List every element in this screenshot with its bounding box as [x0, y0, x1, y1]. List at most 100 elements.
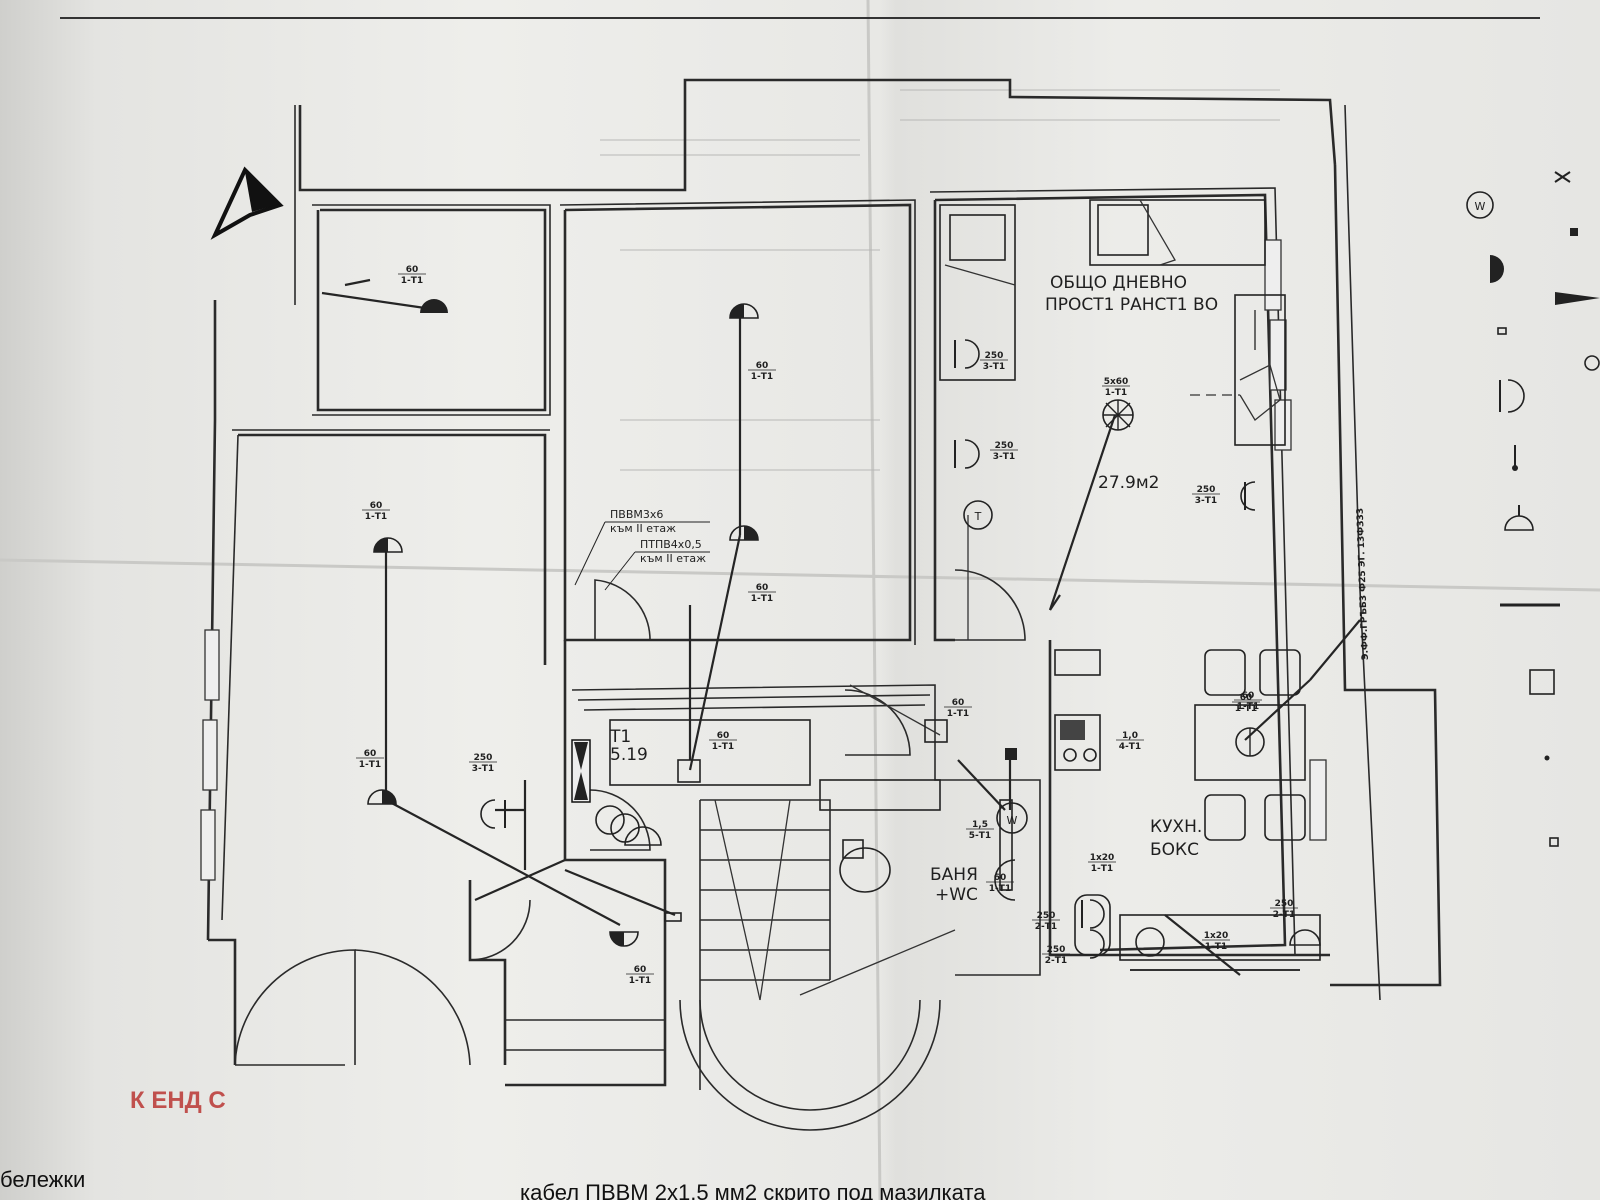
sockets	[480, 339, 1256, 959]
circuit-label-power: 60	[406, 265, 419, 275]
pendant-light-icon	[1235, 727, 1265, 757]
washing-machine-icon: W	[996, 802, 1028, 834]
living-room-area: 27.9м2	[1098, 473, 1160, 493]
circuit-label-power: 250	[1275, 899, 1294, 909]
svg-text:W: W	[1475, 200, 1486, 213]
legend-socket-icon	[1507, 379, 1525, 413]
socket-icon	[954, 439, 980, 469]
circuit-labels: 601-Т1601-Т1601-Т1601-Т1601-Т1601-Т1601-…	[356, 265, 1298, 986]
circuit-label: 601-Т1	[398, 265, 426, 286]
circuit-label-circuit: 1-Т1	[1237, 702, 1259, 712]
legend-switch-icon	[1497, 327, 1507, 335]
socket-icon	[1089, 929, 1105, 959]
svg-text:W: W	[1007, 814, 1018, 827]
circuit-label-circuit: 5-Т1	[969, 831, 991, 841]
legend-wall-light-icon	[1490, 255, 1504, 283]
circuit-label-power: 250	[1197, 485, 1216, 495]
circuit-label: 601-Т1	[626, 965, 654, 986]
socket-icon	[954, 339, 980, 369]
socket-icon	[480, 799, 506, 829]
panel-id: Т1	[609, 727, 631, 747]
light-fixtures	[367, 299, 1321, 947]
circuit-label-circuit: 1-Т1	[1235, 704, 1257, 714]
circuit-label-power: 60	[1240, 693, 1253, 703]
circuit-label-circuit: 3-Т1	[472, 764, 494, 774]
legend-junction-box-icon	[1529, 669, 1555, 695]
circuit-label-power: 60	[994, 873, 1007, 883]
circuit-label-power: 60	[756, 583, 769, 593]
circuit-label-power: 1,0	[1122, 731, 1138, 741]
room-labels: ОБЩО ДНЕВНО ПРОСТ1 РАНСТ1 ВО 27.9м2 КУХН…	[609, 273, 1218, 905]
circuit-label: 601-Т1	[709, 731, 737, 752]
circuit-label-power: 250	[1047, 945, 1066, 955]
circuit-label-power: 60	[717, 731, 730, 741]
wall-light-icon	[1289, 929, 1321, 946]
ghost-print	[600, 89, 1280, 471]
distribution-panel-t1	[571, 739, 591, 803]
bathroom-name: БАНЯ	[930, 865, 978, 885]
socket-icon	[1081, 899, 1105, 929]
circuit-label-power: 1,5	[972, 820, 988, 830]
stamp-text: К ЕНД С	[130, 1087, 226, 1114]
wiring	[321, 278, 1361, 976]
kitchen-name-line2: БОКС	[1150, 840, 1199, 860]
circuit-label: 1,55-Т1	[966, 820, 994, 841]
circuit-label-circuit: 3-Т1	[993, 452, 1015, 462]
circuit-label-circuit: 1-Т1	[712, 742, 734, 752]
panel-value: 5.19	[610, 745, 648, 765]
chandelier-icon	[1102, 399, 1134, 431]
circuit-label-circuit: 2-Т1	[1035, 922, 1057, 932]
bottom-note: кабел ПВВМ 2х1,5 мм2 скрито под мазилкат…	[520, 1180, 986, 1200]
kitchen-name: КУХН.	[1150, 817, 1202, 837]
circuit-label-circuit: 1-Т1	[1205, 942, 1227, 952]
svg-text:ПТПВ4х0,5: ПТПВ4х0,5	[640, 538, 702, 551]
room-central	[559, 199, 916, 645]
boiler-icon	[595, 805, 640, 843]
circuit-label-circuit: 1-Т1	[989, 884, 1011, 894]
living-room-name: ОБЩО ДНЕВНО	[1050, 273, 1187, 293]
svg-text:към II етаж: към II етаж	[640, 552, 706, 565]
thermostat-icon: Т	[963, 500, 993, 530]
circuit-label: 601-Т1	[748, 361, 776, 382]
circuit-label-circuit: 2-Т1	[1045, 956, 1067, 966]
notes-heading: бележки	[0, 1167, 85, 1192]
legend-column: W	[1466, 171, 1600, 847]
circuit-label-power: 5х60	[1104, 377, 1129, 387]
room-left-large	[200, 429, 550, 1066]
circuit-label-circuit: 1-Т1	[401, 276, 423, 286]
outer-walls	[206, 78, 1442, 1066]
circuit-label: 601-Т1	[944, 698, 972, 719]
legend-small-box-icon	[1549, 837, 1559, 847]
ceiling-light-icon	[624, 826, 662, 846]
circuit-label-power: 250	[474, 753, 493, 763]
circuit-label-power: 250	[985, 351, 1004, 361]
circuit-label: 601-Т1	[986, 873, 1014, 894]
legend-point-icon	[1544, 755, 1550, 761]
circuit-label-circuit: 1-Т1	[1091, 864, 1113, 874]
circuit-label-circuit: 1-Т1	[751, 594, 773, 604]
circuit-label-circuit: 2-Т1	[1273, 910, 1295, 920]
circuit-label-circuit: 1-Т1	[359, 760, 381, 770]
circuit-label: 601-Т1	[1232, 693, 1260, 714]
circuit-label-power: 60	[756, 361, 769, 371]
svg-text:ПВВМ3х6: ПВВМ3х6	[610, 508, 663, 521]
legend-ceiling-light-icon	[1504, 515, 1534, 531]
bathroom-name-line2: +WC	[935, 885, 978, 905]
switch-icon	[1005, 748, 1017, 760]
circuit-label-power: 250	[1037, 911, 1056, 921]
circuit-label: 601-Т1	[748, 583, 776, 604]
circuit-label-circuit: 3-Т1	[983, 362, 1005, 372]
riser-annotation: Э.ФФ.ГРЪБ3 Ф25 ЭГ. 13ФЗ33	[1356, 508, 1371, 660]
circuit-label-power: 60	[952, 698, 965, 708]
circuit-label-circuit: 1-Т1	[751, 372, 773, 382]
circuit-label-power: 60	[364, 749, 377, 759]
